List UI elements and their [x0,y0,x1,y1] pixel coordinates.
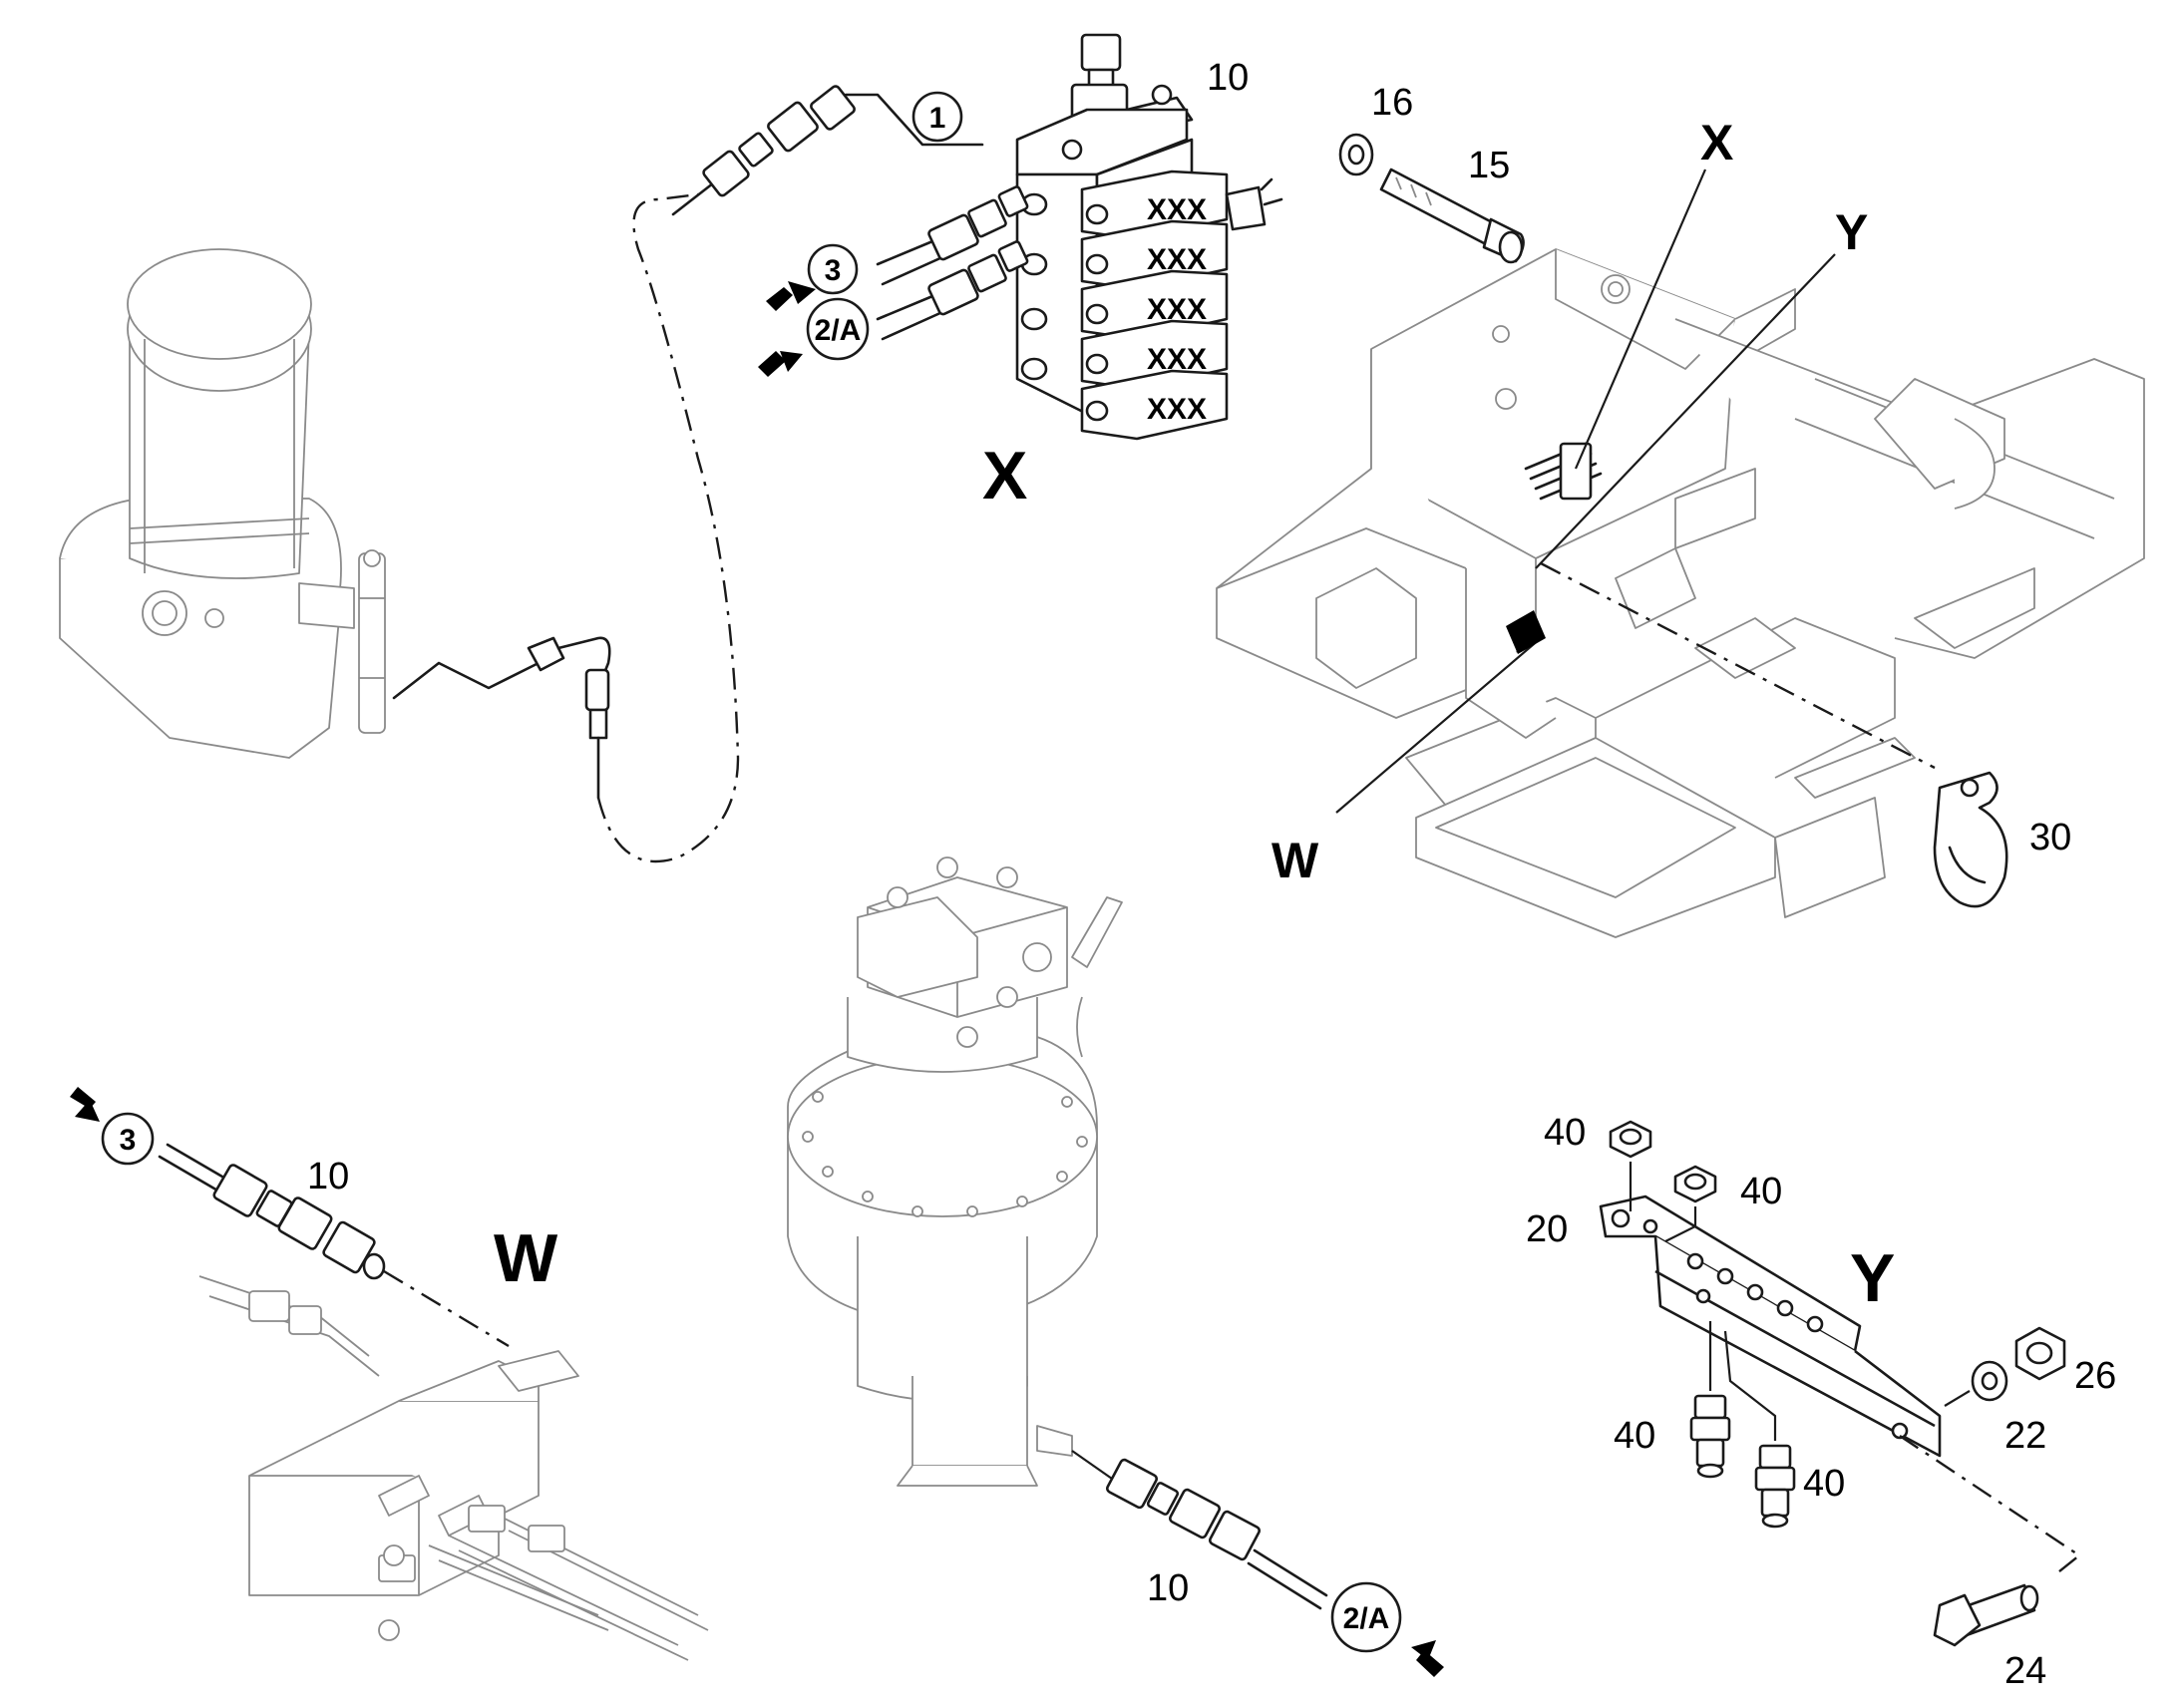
motor-hose [1071,1450,1328,1610]
frame-callout-leaders [1335,169,1936,814]
travel-motor [787,856,1123,1487]
block-label-5: XXX [1147,393,1207,426]
callout-2a-motor-label: 2/A [1343,1602,1390,1635]
part-number-26: 26 [2074,1355,2116,1397]
part-number-10-motor: 10 [1147,1567,1189,1609]
bolt-24 [1899,1435,2082,1647]
callout-2a-top-label: 2/A [815,314,862,347]
part-number-15: 15 [1468,145,1510,186]
w-hose [158,1143,510,1348]
nipple-40-d [1723,1330,1796,1529]
frame-label-w: W [1272,833,1319,888]
frame-distributor [1524,442,1603,501]
hose-fitting-top [671,85,984,216]
part-number-20: 20 [1526,1208,1568,1250]
outlet-pipes [876,185,1029,341]
block-label-3: XXX [1147,293,1207,326]
bolt-15 [1379,168,1525,264]
block-label-1: XXX [1147,193,1207,226]
nut-40-a [1609,1120,1652,1211]
callout-circle-3-top: 3 [766,243,859,311]
distributor-segments [1020,84,1229,441]
callout-1-label: 1 [929,102,946,135]
w-view-assembly [198,1275,709,1661]
view-label-y: Y [1850,1240,1895,1316]
part-number-10-w: 10 [307,1156,349,1197]
callout-circle-1: 1 [911,91,963,143]
nut-26 [2014,1326,2066,1381]
block-label-4: XXX [1147,343,1207,376]
machine-frame [1216,248,2145,938]
part-number-24: 24 [2004,1650,2046,1692]
nut-40-b [1664,1165,1717,1242]
callout-circle-3-w: 3 [70,1087,155,1166]
washer-22 [1944,1360,2008,1407]
part-number-10-top: 10 [1207,57,1249,99]
supply-line [392,192,740,863]
part-number-30: 30 [2029,817,2071,858]
frame-label-x: X [1700,115,1733,171]
callout-3-w-label: 3 [120,1124,137,1157]
y-view-bracket [1599,1195,1942,1458]
view-label-w: W [494,1220,558,1296]
washer-16 [1338,133,1374,176]
callout-3-top-label: 3 [825,254,842,287]
part-number-40-c: 40 [1614,1415,1655,1457]
frame-label-y: Y [1835,204,1868,260]
view-label-x: X [982,438,1027,513]
part-number-22: 22 [2004,1415,2046,1457]
clamp-30 [1933,771,2008,908]
callout-circle-2a-top: 2/A [758,297,870,377]
part-number-16: 16 [1371,82,1413,124]
block-label-2: XXX [1147,243,1207,276]
grease-pump-unit [59,248,386,759]
callout-circle-2a-motor: 2/A [1330,1581,1444,1677]
nipple-40-c [1689,1321,1731,1479]
part-number-40-a: 40 [1544,1112,1586,1154]
distributor-block: XXX XXX XXX XXX XXX [1015,33,1283,441]
part-number-40-d: 40 [1803,1463,1845,1505]
part-number-40-b: 40 [1740,1171,1782,1212]
